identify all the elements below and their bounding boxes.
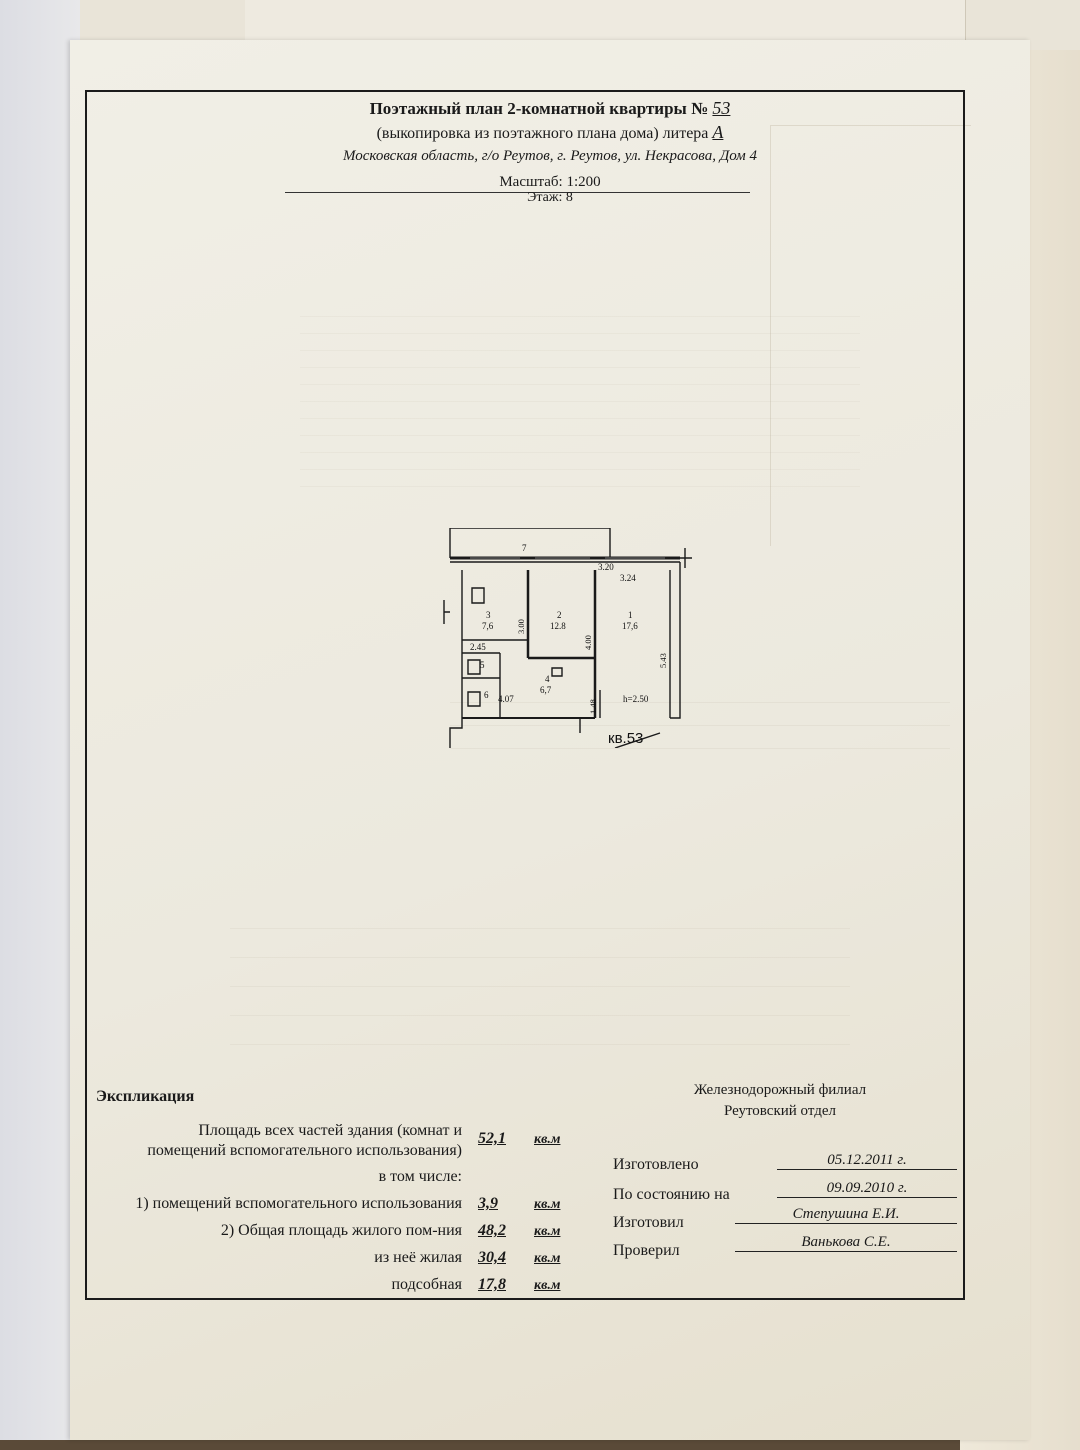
unit-label: кв.м <box>534 1132 561 1147</box>
dim-label: 3.24 <box>620 573 636 583</box>
total-label-line1: Площадь всех частей здания (комнат и <box>198 1122 462 1139</box>
made-label: Изготовлено <box>613 1156 699 1173</box>
room-1-area: 17,6 <box>622 621 638 631</box>
header-rule <box>285 192 750 193</box>
title-text: Поэтажный план 2-комнатной квартиры № <box>369 99 709 118</box>
total-label-line2: помещений вспомогательного использования… <box>147 1142 462 1159</box>
hall-fixture <box>551 667 563 677</box>
floor-plan-svg: 3.20 7 3.24 3 7,6 2 12.8 1 17,6 2.45 5 6… <box>443 527 692 758</box>
unit-label: кв.м <box>534 1278 561 1293</box>
aux-label: 1) помещений вспомогательного использова… <box>135 1195 462 1212</box>
entry-door <box>579 718 661 749</box>
address: Московская область, г/о Реутов, г. Реуто… <box>342 148 757 164</box>
made-value: 05.12.2011 г. <box>777 1152 957 1170</box>
kitchen-stove <box>471 587 485 604</box>
document-frame <box>85 90 965 1300</box>
scale: Масштаб: 1:200 <box>499 174 601 190</box>
explication-title: Экспликация <box>96 1088 195 1105</box>
apartment-label: кв.53 <box>608 730 644 747</box>
explication-row-including: в том числе: <box>70 1168 1030 1190</box>
explication-row-aux: 1) помещений вспомогательного использова… <box>70 1195 1030 1217</box>
explication-row-residential: из неё жилая 30,4 кв.м <box>70 1249 1030 1271</box>
balcony-outline <box>450 527 611 558</box>
dim-label: 5.43 <box>658 653 668 668</box>
checked-value: Ванькова С.Е. <box>735 1234 957 1252</box>
residential-value: 30,4 <box>478 1249 506 1266</box>
height-label: h=2.50 <box>623 694 649 704</box>
unit-label: кв.м <box>534 1197 561 1212</box>
apartment-number: 53 <box>712 98 731 118</box>
wc-fixture <box>467 691 481 707</box>
unit-label: кв.м <box>534 1251 561 1266</box>
room-3-number: 3 <box>486 610 491 620</box>
explication-row-utility: подсобная 17,8 кв.м <box>70 1276 1030 1298</box>
checked-label: Проверил <box>613 1242 680 1259</box>
made-by-label: Изготовил <box>613 1214 684 1231</box>
floor: Этаж: 8 <box>527 190 573 205</box>
dim-label: 3.20 <box>598 562 614 572</box>
living-total-value: 48,2 <box>478 1222 506 1239</box>
left-sheet-edge <box>0 0 80 1440</box>
total-value: 52,1 <box>478 1130 506 1147</box>
right-outer-wall <box>670 562 681 719</box>
dim-tick-left <box>443 600 450 624</box>
dim-label: 1.48 <box>588 699 598 714</box>
left-outer-wall <box>449 570 463 758</box>
dim-label: 2.45 <box>470 642 486 652</box>
utility-label: подсобная <box>391 1276 462 1293</box>
state-value: 09.09.2010 г. <box>777 1180 957 1198</box>
explication-row-living-total: 2) Общая площадь жилого пом-ния 48,2 кв.… <box>70 1222 1030 1244</box>
room-1-number: 1 <box>628 610 633 620</box>
dim-label: 3.00 <box>516 619 526 634</box>
including-label: в том числе: <box>378 1168 462 1185</box>
residential-label: из неё жилая <box>374 1249 462 1266</box>
utility-value: 17,8 <box>478 1276 506 1293</box>
floor-plan-drawing: 3.20 7 3.24 3 7,6 2 12.8 1 17,6 2.45 5 6… <box>440 527 760 758</box>
room-4-number: 4 <box>545 674 550 684</box>
organization-line2: Реутовский отдел <box>724 1103 836 1119</box>
dim-tick-right <box>678 548 692 568</box>
room-2-number: 2 <box>557 610 562 620</box>
unit-label: кв.м <box>534 1224 561 1239</box>
subtitle-text: (выкопировка из поэтажного плана дома) л… <box>376 125 709 142</box>
room-2-area: 12.8 <box>550 621 566 631</box>
room-3-area: 7,6 <box>482 621 494 631</box>
litera-value: А <box>712 122 724 142</box>
floor-plan-document: Поэтажный план 2-комнатной квартиры № 53… <box>70 40 1030 1440</box>
document-title: Поэтажный план 2-комнатной квартиры № 53 <box>70 98 1030 119</box>
room-7-label: 7 <box>522 543 527 553</box>
room-4-area: 6,7 <box>540 685 552 695</box>
explication-row-total: Площадь всех частей здания (комнат и пом… <box>70 1122 1030 1162</box>
made-by-value: Степушина Е.И. <box>735 1206 957 1224</box>
room-6-number: 6 <box>484 690 489 700</box>
bath-fixture <box>467 659 481 675</box>
dim-label: 4.07 <box>498 694 514 704</box>
aux-value: 3,9 <box>478 1195 498 1212</box>
dim-label: 4.00 <box>583 635 593 650</box>
document-subtitle: (выкопировка из поэтажного плана дома) л… <box>70 122 1030 143</box>
organization-line1: Железнодорожный филиал <box>693 1082 867 1098</box>
room-5-number: 5 <box>480 660 485 670</box>
living-total-label: 2) Общая площадь жилого пом-ния <box>220 1222 462 1239</box>
state-label: По состоянию на <box>613 1186 730 1203</box>
